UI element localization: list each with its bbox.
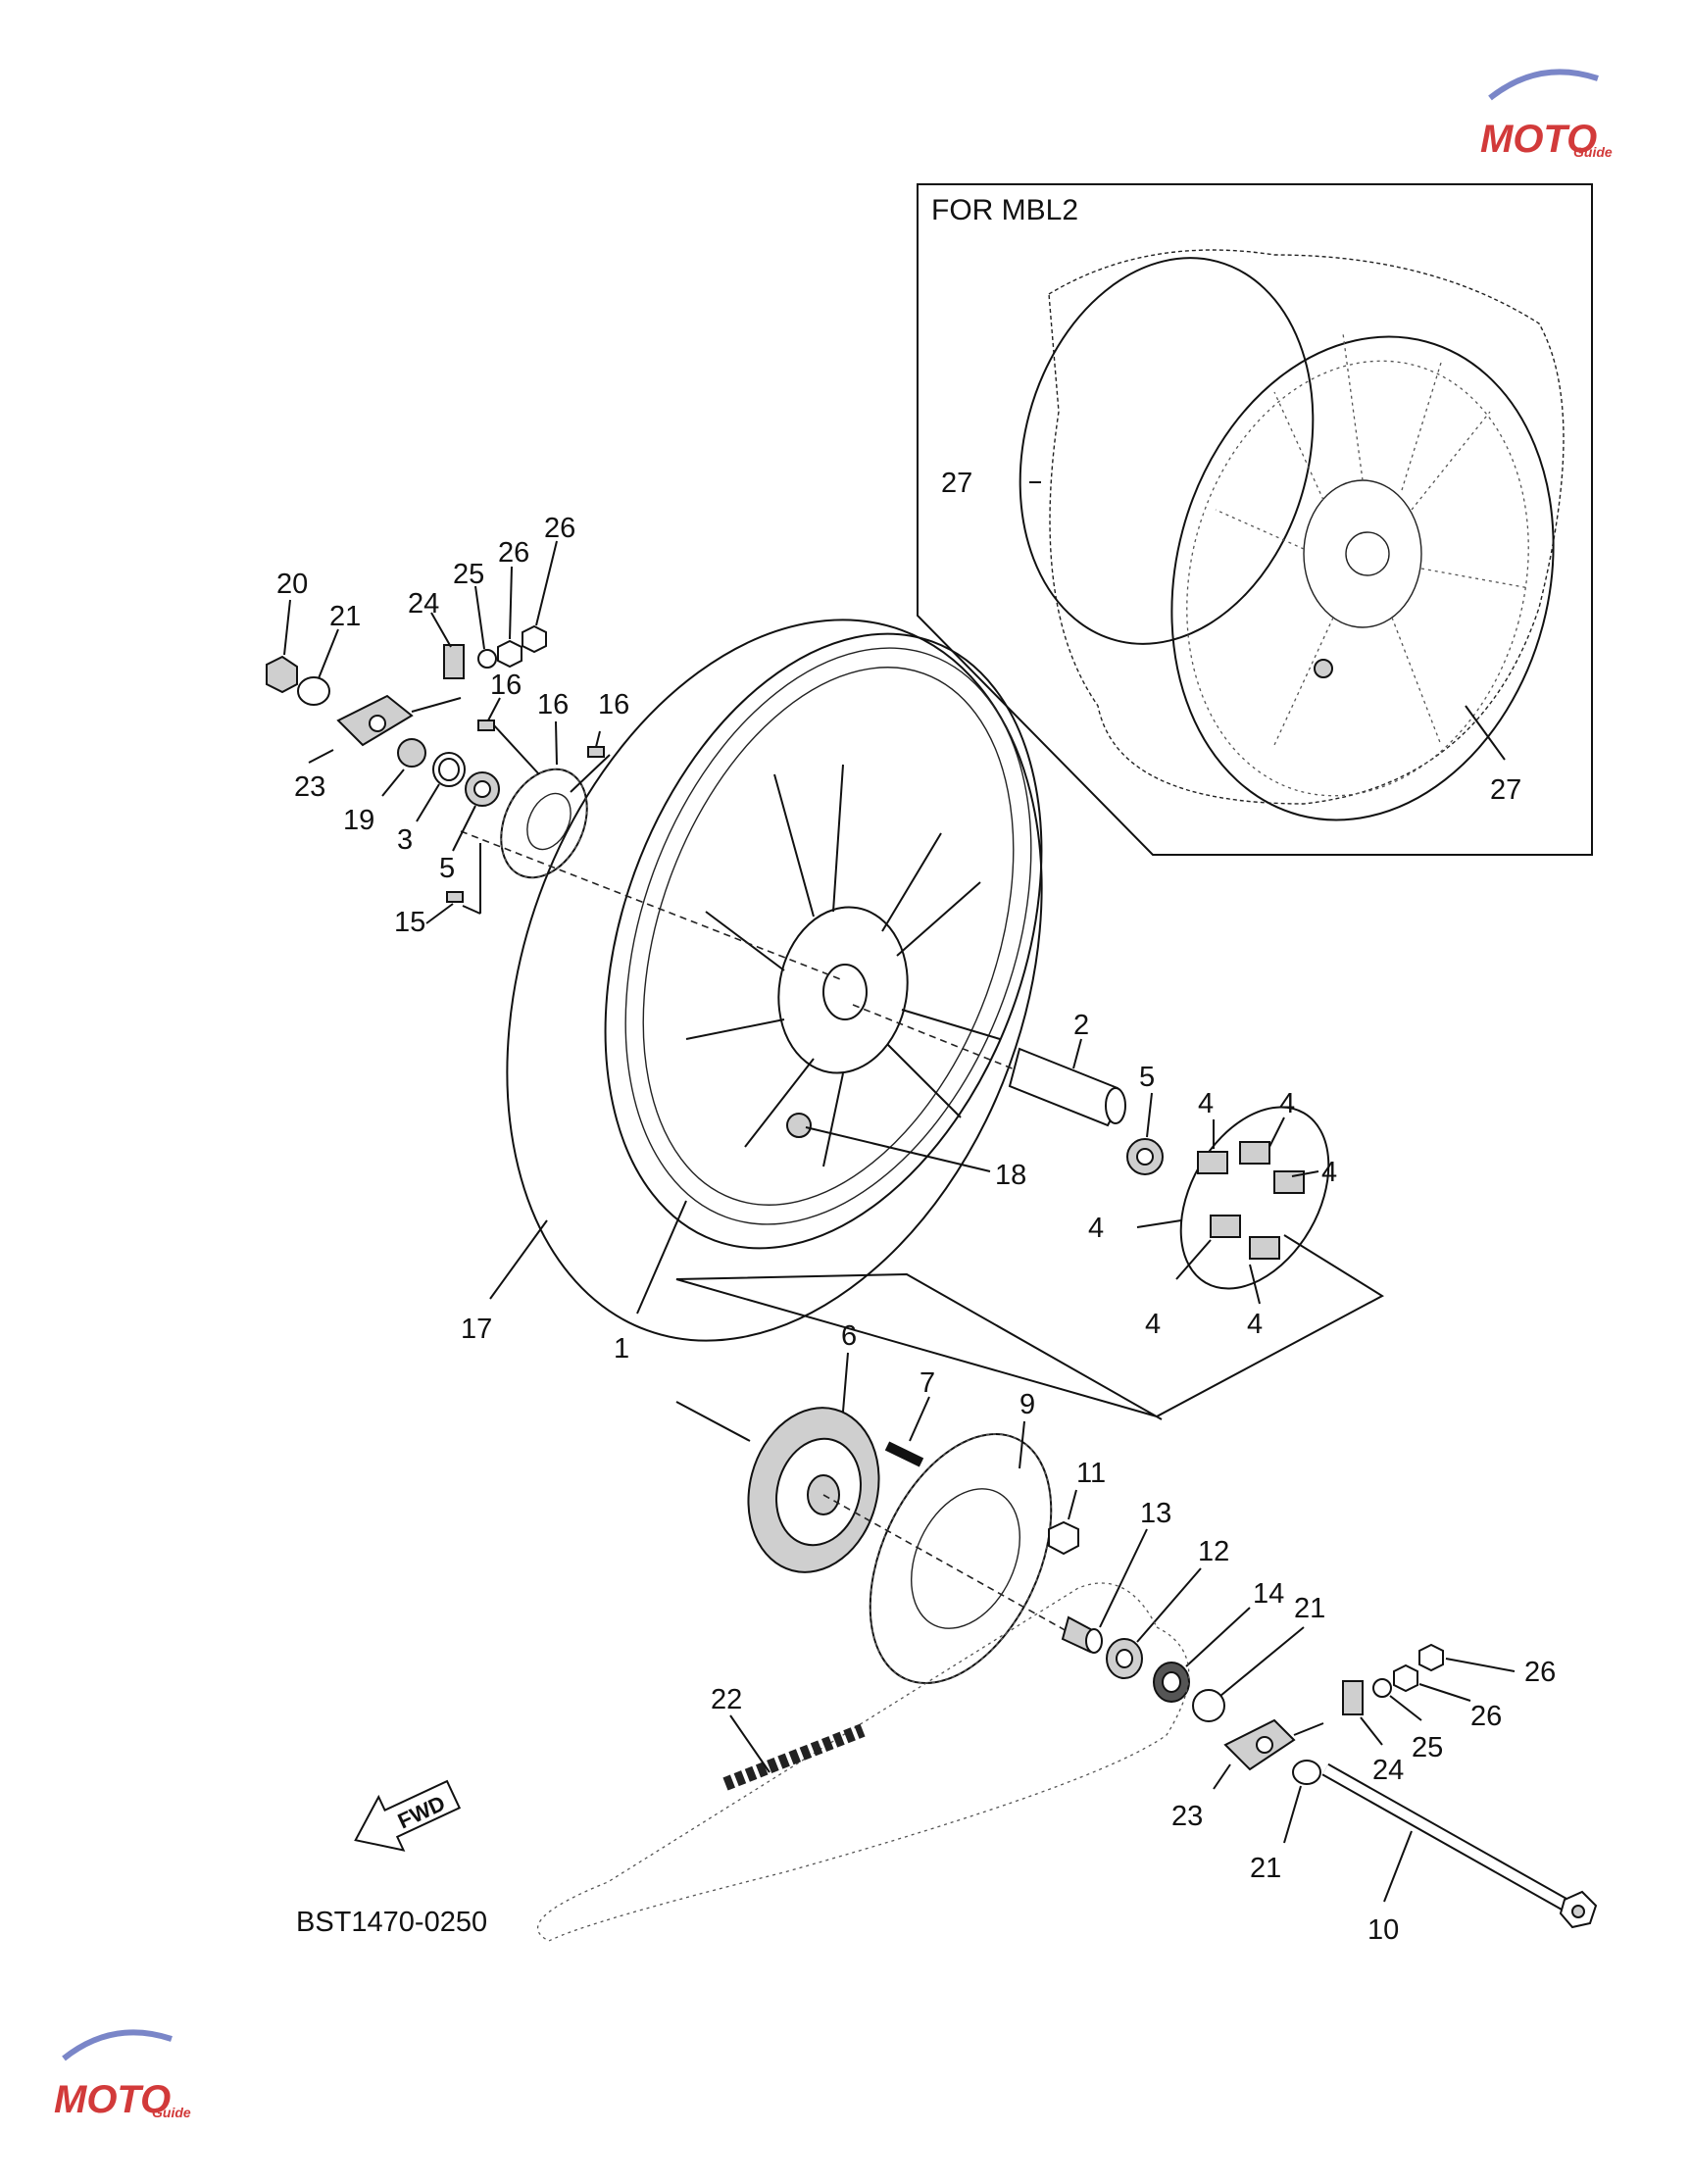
- svg-text:6: 6: [841, 1320, 857, 1352]
- part-18-collar: 19: [343, 738, 426, 836]
- part-17-axle: 10: [1321, 1762, 1598, 1946]
- svg-text:24: 24: [1372, 1755, 1404, 1786]
- svg-text:4: 4: [1247, 1309, 1263, 1340]
- svg-text:26: 26: [544, 513, 575, 544]
- part-2-spacer: 2: [1008, 1010, 1126, 1127]
- svg-text:24: 24: [408, 588, 439, 620]
- watermark-logo-top: MOTO Guide: [1480, 69, 1613, 161]
- part-25-washer: 25: [453, 559, 497, 669]
- svg-text:22: 22: [711, 1684, 742, 1715]
- part-20-nut: 20: [266, 569, 308, 694]
- svg-text:5: 5: [439, 853, 455, 884]
- inset-wheel: [1019, 249, 1565, 821]
- svg-text:19: 19: [343, 805, 374, 836]
- svg-text:15: 15: [394, 907, 425, 938]
- svg-text:7: 7: [920, 1367, 935, 1399]
- fwd-arrow-icon: FWD: [354, 1779, 462, 1852]
- inset-title: FOR MBL2: [931, 194, 1078, 226]
- part-9-seal: 14: [1153, 1578, 1284, 1703]
- part-4-dampers: 4 4 4 4 4 4: [675, 1088, 1385, 1420]
- svg-text:9: 9: [1019, 1389, 1035, 1420]
- svg-text:12: 12: [1198, 1536, 1229, 1567]
- part-5-bearing-right: 5: [1126, 1062, 1164, 1175]
- part-8-collar: 13: [1061, 1498, 1171, 1654]
- main-wheel: [506, 619, 1043, 1342]
- svg-text:4: 4: [1279, 1088, 1295, 1119]
- part-23-adjuster-right: 23: [1171, 1718, 1324, 1832]
- watermark-logo-bottom: MOTO Guide: [54, 2029, 191, 2121]
- svg-text:16: 16: [598, 689, 629, 720]
- svg-text:25: 25: [1412, 1732, 1443, 1763]
- svg-text:10: 10: [1367, 1914, 1399, 1946]
- part-26-nuts: 26 26: [497, 513, 575, 669]
- svg-text:14: 14: [1253, 1578, 1284, 1610]
- svg-text:2: 2: [1073, 1010, 1089, 1041]
- svg-text:16: 16: [537, 689, 569, 720]
- svg-text:MOTO: MOTO: [1480, 118, 1597, 161]
- svg-text:26: 26: [1524, 1657, 1556, 1688]
- svg-text:23: 23: [294, 771, 325, 803]
- svg-text:FWD: FWD: [394, 1791, 449, 1834]
- part-24-plate-right: 24: [1342, 1680, 1404, 1786]
- svg-text:5: 5: [1139, 1062, 1155, 1093]
- part-25-washer-right: 25: [1372, 1678, 1443, 1763]
- svg-text:Guide: Guide: [1573, 144, 1613, 160]
- part-12-nut: 11: [1048, 1458, 1106, 1556]
- part-16-bolts: 16 16 15: [394, 670, 629, 938]
- callout-1: 1: [614, 1333, 629, 1365]
- svg-text:4: 4: [1321, 1157, 1337, 1188]
- svg-text:MOTO: MOTO: [54, 2078, 171, 2121]
- part-22-chain: 22: [537, 1582, 1190, 1942]
- svg-text:21: 21: [1294, 1593, 1325, 1624]
- callout-27-a: 27: [941, 468, 972, 499]
- part-24-plate: 24: [408, 588, 465, 679]
- svg-text:21: 21: [1250, 1853, 1281, 1884]
- svg-text:26: 26: [498, 537, 529, 569]
- svg-text:4: 4: [1145, 1309, 1161, 1340]
- part-10-sprocket: 9: [869, 1389, 1053, 1684]
- svg-text:4: 4: [1088, 1213, 1104, 1244]
- part-5-bearing-left: 5: [439, 771, 500, 884]
- part-26-nuts-right: 26 26: [1393, 1643, 1556, 1732]
- svg-text:23: 23: [1171, 1801, 1203, 1832]
- callout-14: 18: [995, 1160, 1026, 1191]
- part-19-collar: 21: [1192, 1593, 1325, 1722]
- part-7-bearing: 12: [1106, 1536, 1229, 1679]
- callout-27-b: 27: [1490, 774, 1521, 806]
- svg-text:16: 16: [490, 670, 522, 701]
- svg-text:Guide: Guide: [152, 2105, 191, 2120]
- callout-13: 17: [461, 1314, 492, 1345]
- svg-text:3: 3: [397, 824, 413, 856]
- part-21-washer-right: 21: [1250, 1760, 1321, 1884]
- inset-box: FOR MBL2 27 27: [917, 183, 1593, 856]
- svg-text:20: 20: [276, 569, 308, 600]
- part-11-stud: 7: [884, 1367, 935, 1467]
- svg-text:11: 11: [1076, 1458, 1106, 1489]
- svg-text:26: 26: [1470, 1701, 1502, 1732]
- part-15-sensor-ring: 16: [500, 689, 588, 879]
- svg-text:25: 25: [453, 559, 484, 590]
- part-21-washer: 21: [297, 601, 361, 706]
- part-6-hub: 6: [747, 1320, 880, 1573]
- svg-text:4: 4: [1198, 1088, 1214, 1119]
- drawing-code: BST1470-0250: [296, 1907, 487, 1938]
- part-23-adjuster: 23: [294, 694, 462, 803]
- svg-text:21: 21: [329, 601, 361, 632]
- svg-text:13: 13: [1140, 1498, 1171, 1529]
- part-3-seal: 3: [397, 752, 466, 856]
